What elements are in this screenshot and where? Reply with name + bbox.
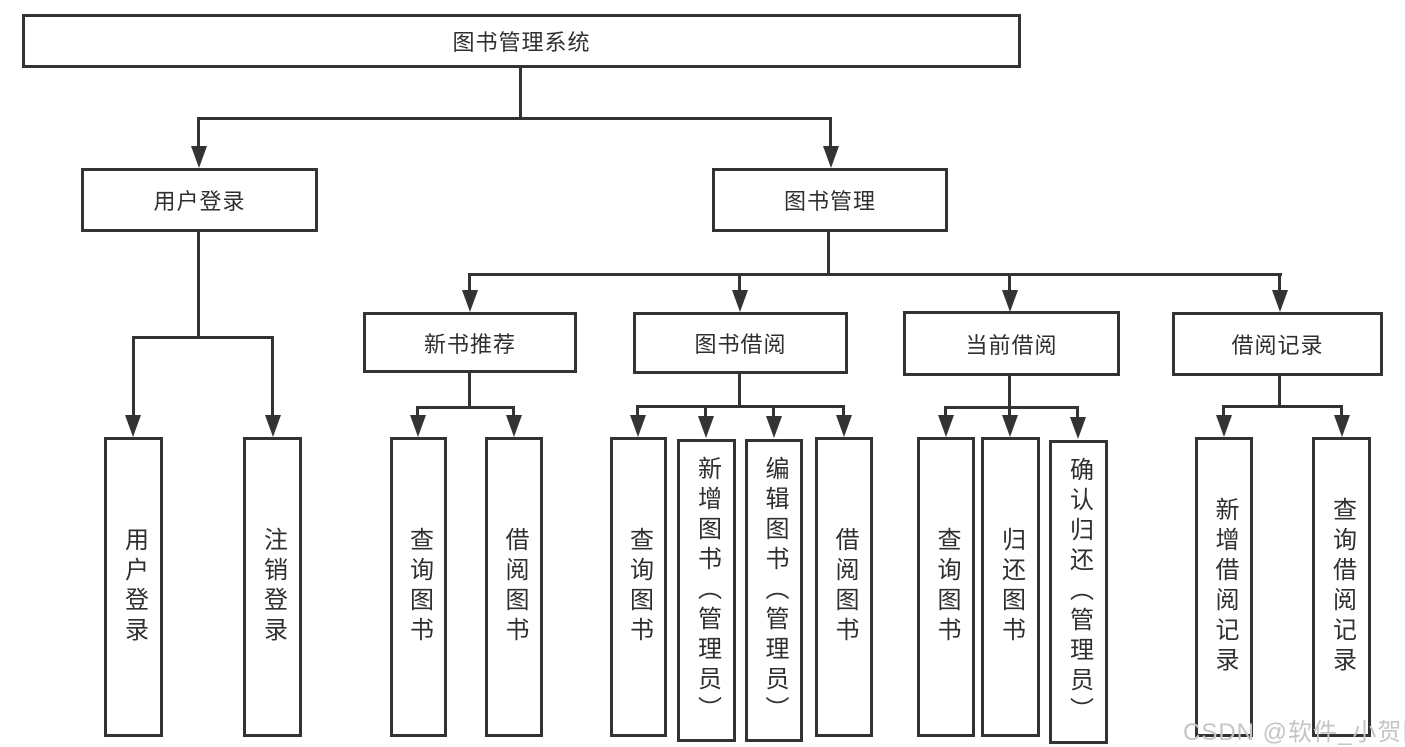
arrowhead-icon [1216,415,1232,437]
node-root-library-management-system: 图书管理系统 [22,14,1021,68]
connector-line [197,117,200,149]
connector-line [197,232,200,339]
leaf-edit-books-admin: 编辑图书（管理员） [745,439,803,742]
connector-line [738,374,741,408]
leaf-add-borrow-record: 新增借阅记录 [1195,437,1253,737]
connector-line [1222,405,1225,418]
node-user-login: 用户登录 [81,168,318,232]
arrowhead-icon [766,416,782,438]
connector-line [417,406,515,409]
connector-line [198,117,832,120]
arrowhead-icon [506,415,522,437]
arrowhead-icon [630,415,646,437]
connector-line [512,406,515,418]
connector-line [468,273,471,292]
leaf-return-books: 归还图书 [981,437,1040,737]
connector-line [1223,405,1343,408]
node-book-management: 图书管理 [712,168,948,232]
leaf-query-borrow-record: 查询借阅记录 [1312,437,1371,737]
node-borrowing-records: 借阅记录 [1172,312,1383,376]
connector-line [132,336,135,417]
arrowhead-icon [1334,415,1350,437]
connector-line [416,406,419,418]
arrowhead-icon [823,146,839,168]
connector-line [637,405,845,408]
connector-line [470,273,1282,276]
arrowhead-icon [1002,290,1018,312]
connector-line [1008,273,1011,292]
leaf-add-books-admin: 新增图书（管理员） [677,439,736,742]
connector-line [132,336,274,339]
connector-line [519,68,522,120]
arrowhead-icon [462,290,478,312]
connector-line [738,273,741,292]
node-new-book-recommendation: 新书推荐 [363,312,577,373]
node-book-borrowing: 图书借阅 [633,312,848,374]
connector-line [1278,376,1281,408]
connector-line [1008,376,1011,409]
connector-line [772,405,775,418]
connector-line [468,373,471,409]
arrowhead-icon [698,416,714,438]
arrowhead-icon [265,415,281,437]
arrowhead-icon [1002,415,1018,437]
connector-line [271,336,274,417]
node-current-borrowing: 当前借阅 [903,311,1120,376]
leaf-borrow-books-borrowing: 借阅图书 [815,437,873,737]
connector-line [945,406,1079,409]
arrowhead-icon [938,415,954,437]
connector-line [944,406,947,418]
leaf-query-books-current: 查询图书 [917,437,975,737]
leaf-user-login: 用户登录 [104,437,163,737]
connector-line [842,405,845,418]
leaf-query-books-recommend: 查询图书 [390,437,447,737]
arrowhead-icon [191,146,207,168]
arrowhead-icon [1070,417,1086,439]
connector-line [1340,405,1343,418]
connector-line [827,232,830,276]
arrowhead-icon [836,415,852,437]
leaf-confirm-return-admin: 确认归还（管理员） [1049,440,1108,744]
arrowhead-icon [1272,290,1288,312]
leaf-query-books-borrowing: 查询图书 [610,437,667,737]
csdn-watermark: CSDN @软件_小贺同学 [1183,719,1405,746]
arrowhead-icon [410,415,426,437]
leaf-borrow-books-recommend: 借阅图书 [485,437,543,737]
connector-line [1008,406,1011,418]
leaf-logout: 注销登录 [243,437,302,737]
connector-line [829,117,832,149]
connector-line [1278,273,1281,292]
arrowhead-icon [732,290,748,312]
connector-line [636,405,639,418]
connector-line [1076,406,1079,418]
connector-line [704,405,707,418]
arrowhead-icon [125,415,141,437]
